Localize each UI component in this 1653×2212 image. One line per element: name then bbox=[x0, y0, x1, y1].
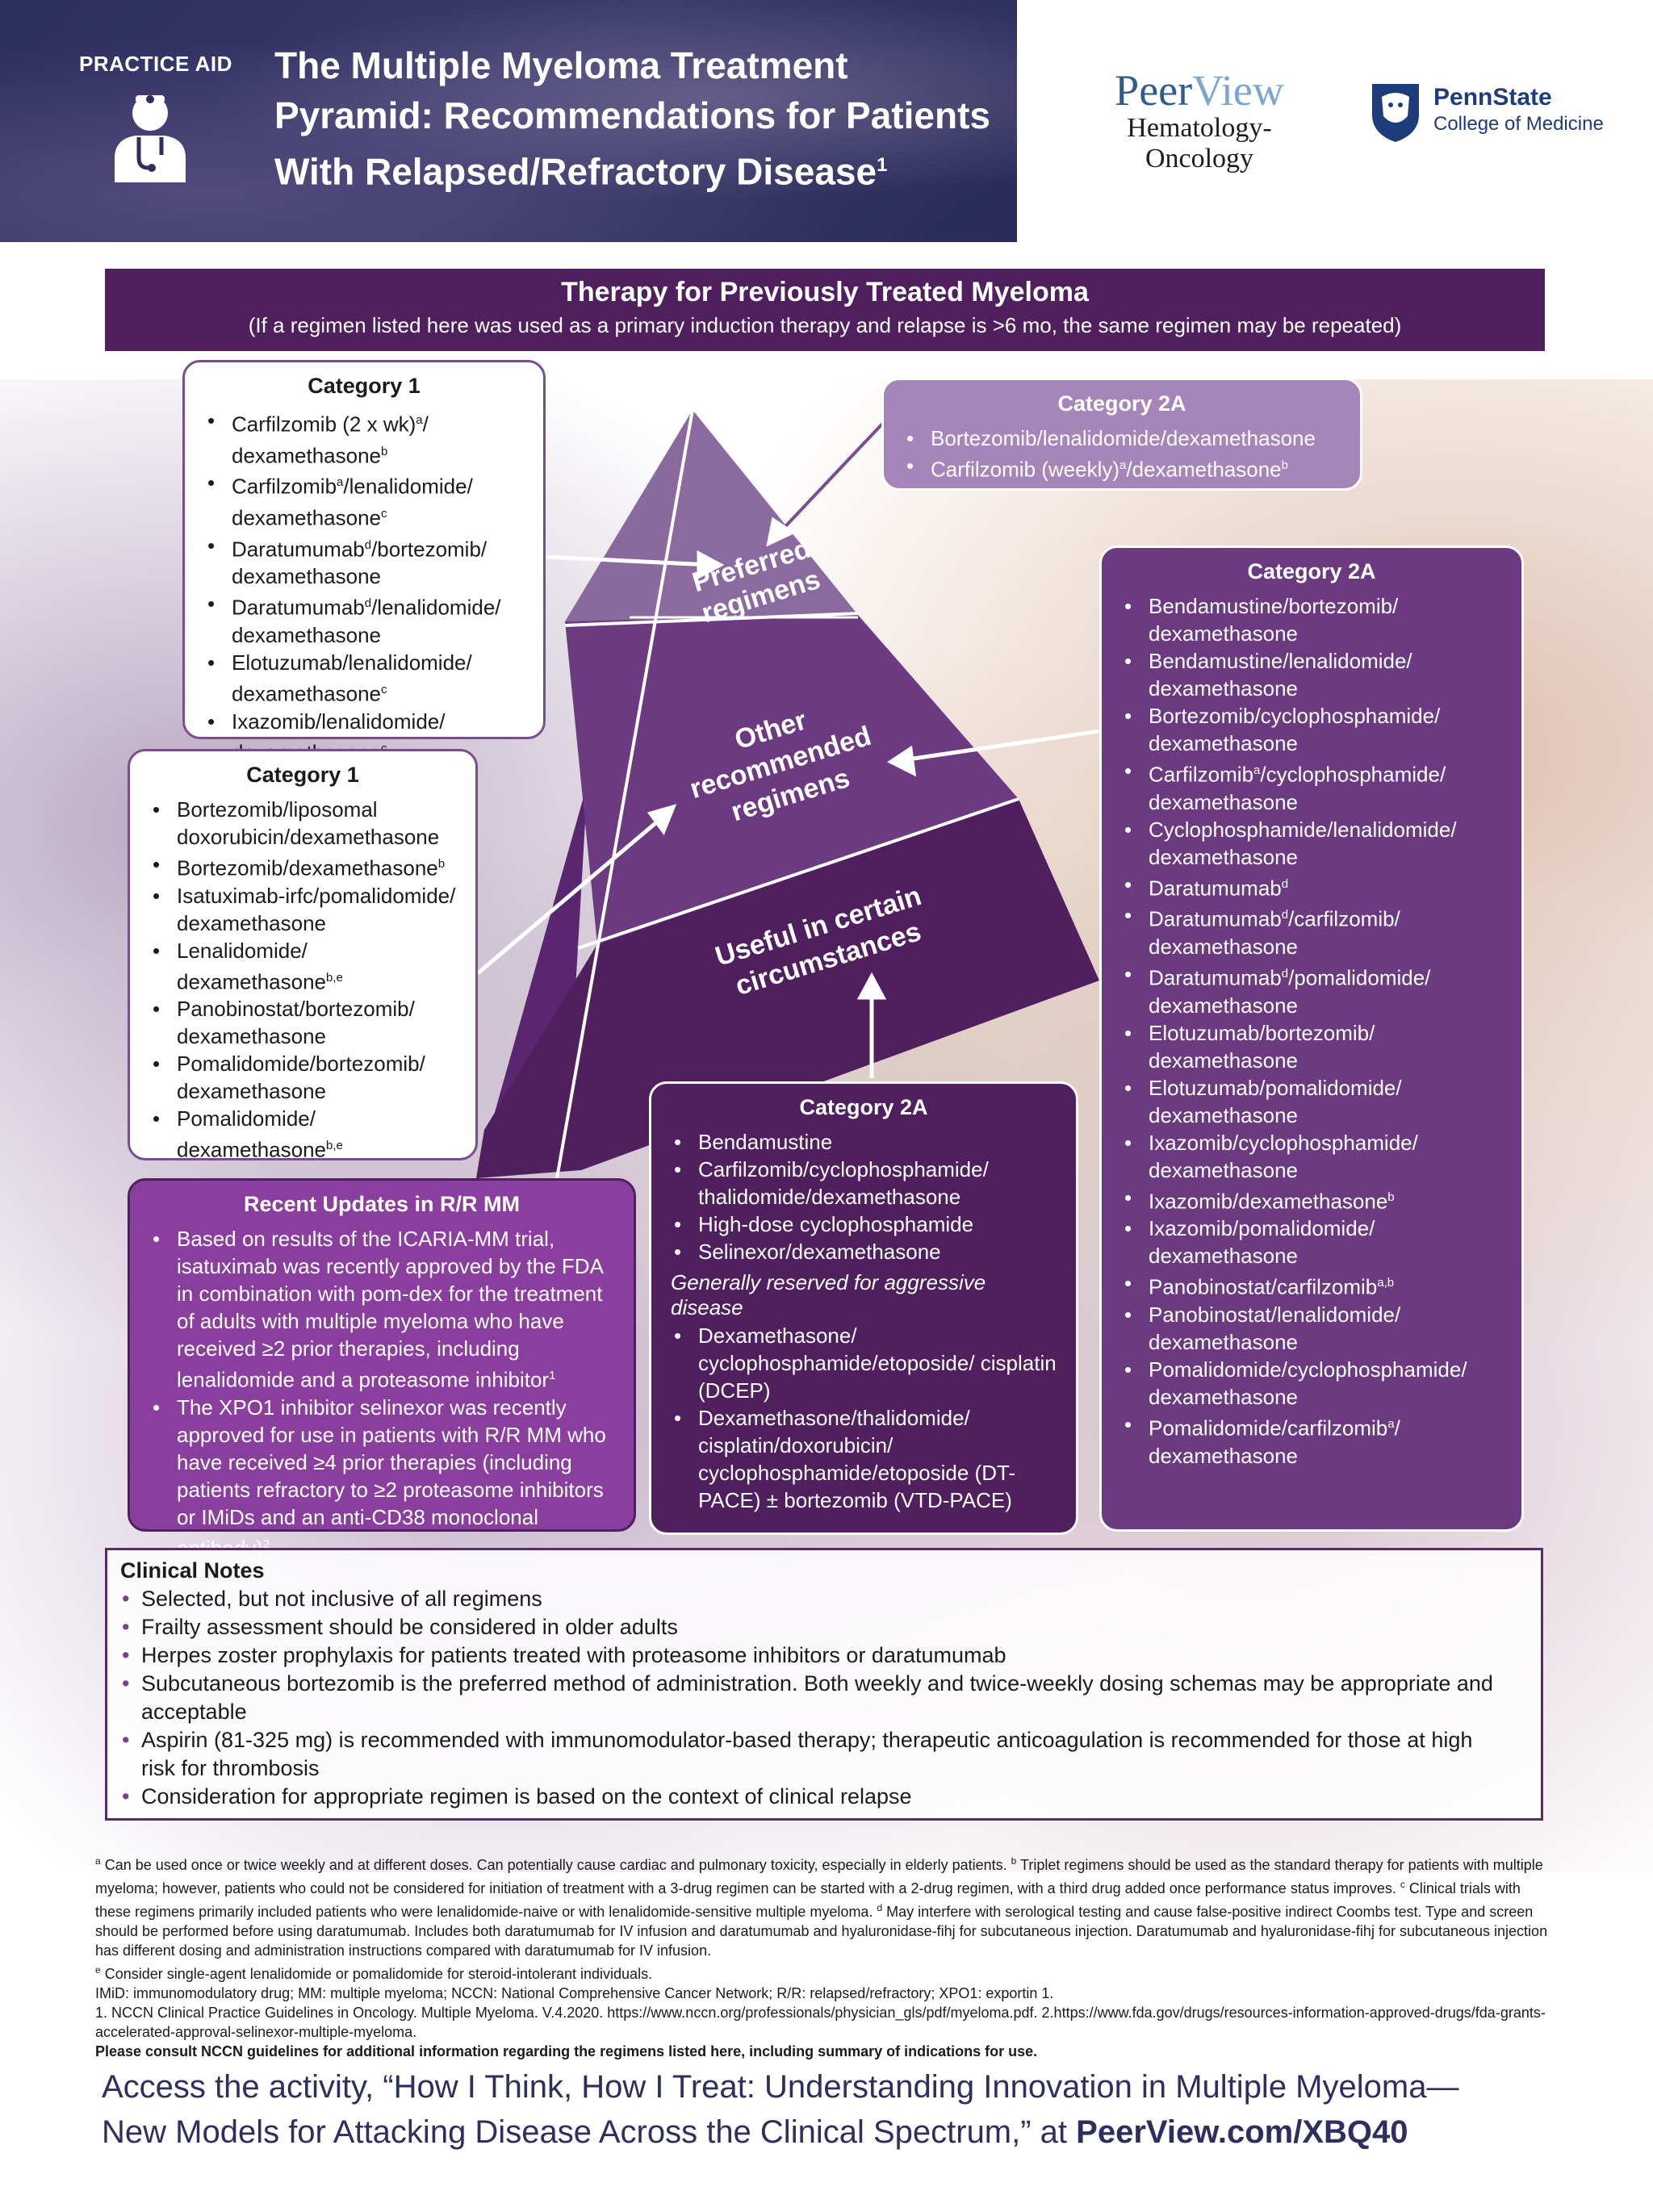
clinical-notes-list: Selected, but not inclusive of all regim… bbox=[120, 1585, 1528, 1811]
regimen-item: Carfilzomib (weekly)a/dexamethasoneb bbox=[902, 452, 1342, 483]
list-item: Aspirin (81-325 mg) is recommended with … bbox=[120, 1726, 1509, 1783]
practice-aid-label: PRACTICE AID bbox=[79, 52, 232, 76]
list-item: Bendamustine bbox=[669, 1128, 1058, 1156]
regimen-item: Carfilzomib (2 x wk)a/ dexamethasoneb bbox=[203, 407, 525, 469]
regimen-item: Ixazomib/cyclophosphamide/ dexamethasone bbox=[1119, 1129, 1504, 1184]
page-title: The Multiple Myeloma Treatment Pyramid: … bbox=[274, 40, 1001, 196]
other-category-1-box: Category 1 Bortezomib/liposomal doxorubi… bbox=[128, 749, 478, 1162]
regimen-list: BendamustineCarfilzomib/cyclophosphamide… bbox=[669, 1128, 1058, 1265]
regimen-item: Ixazomib/dexamethasoneb bbox=[1119, 1184, 1504, 1215]
reserved-label: Generally reserved for aggressive diseas… bbox=[671, 1270, 986, 1319]
regimen-item: Lenalidomide/ dexamethasoneb,e bbox=[148, 937, 458, 996]
footnote-text: a Can be used once or twice weekly and a… bbox=[95, 1855, 1548, 1959]
regimen-item: Panobinostat/carfilzomiba,b bbox=[1119, 1269, 1504, 1301]
list-item: Selinexor/dexamethasone bbox=[669, 1238, 1058, 1265]
other-category-2a-box: Category 2A Bendamustine/bortezomib/ dex… bbox=[1099, 546, 1524, 1532]
regimen-item: Ixazomib/pomalidomide/ dexamethasone bbox=[1119, 1215, 1504, 1269]
doctor-icon bbox=[115, 95, 186, 182]
pennstate-sub: College of Medicine bbox=[1433, 113, 1604, 135]
regimen-item: Pomalidomide/ dexamethasoneb,e bbox=[148, 1105, 458, 1164]
clinical-notes-box: Clinical Notes Selected, but not inclusi… bbox=[105, 1548, 1543, 1821]
abbreviations: IMiD: immunomodulatory drug; MM: multipl… bbox=[95, 1985, 1054, 2001]
regimen-item: Panobinostat/lenalidomide/ dexamethasone bbox=[1119, 1301, 1504, 1356]
regimen-item: Carfilzomiba/cyclophosphamide/ dexametha… bbox=[1119, 757, 1504, 816]
regimen-item: Carfilzomiba/lenalidomide/ dexamethasone… bbox=[203, 469, 525, 531]
footnote-e: e Consider single-agent lenalidomide or … bbox=[95, 1964, 653, 1982]
pennstate-logo: PennState College of Medicine bbox=[1369, 81, 1611, 145]
regimen-list: Bendamustine/bortezomib/ dexamethasoneBe… bbox=[1119, 592, 1504, 1470]
regimen-item: Isatuximab-irfc/pomalidomide/ dexamethas… bbox=[148, 882, 458, 937]
list-item: Herpes zoster prophylaxis for patients t… bbox=[120, 1641, 1509, 1670]
title-line-1: The Multiple Myeloma Treatment bbox=[274, 44, 848, 86]
activity-link[interactable]: PeerView.com/XBQ40 bbox=[1076, 2114, 1408, 2150]
preferred-category-2a-box: Category 2A Bortezomib/lenalidomide/dexa… bbox=[881, 378, 1362, 491]
regimen-item: Pomalidomide/bortezomib/ dexamethasone bbox=[148, 1050, 458, 1105]
list-item: Dexamethasone/thalidomide/ cisplatin/dox… bbox=[669, 1404, 1058, 1514]
pennstate-shield-icon bbox=[1372, 84, 1419, 142]
regimen-item: Bendamustine/bortezomib/ dexamethasone bbox=[1119, 592, 1504, 647]
regimen-item: Bortezomib/liposomal doxorubicin/dexamet… bbox=[148, 796, 458, 851]
regimen-item: Pomalidomide/cyclophosphamide/ dexametha… bbox=[1119, 1356, 1504, 1411]
box-title: Category 1 bbox=[308, 374, 421, 398]
peerview-logo: PeerView Hematology-Oncology bbox=[1078, 68, 1320, 174]
regimen-item: Bortezomib/lenalidomide/dexamethasone bbox=[902, 424, 1342, 452]
update-item: Based on results of the ICARIA-MM trial,… bbox=[148, 1225, 616, 1394]
consult-note: Please consult NCCN guidelines for addit… bbox=[95, 2043, 1038, 2059]
box-title: Recent Updates in R/R MM bbox=[243, 1192, 521, 1216]
box-title: Category 1 bbox=[246, 763, 359, 787]
regimen-item: Bortezomib/dexamethasoneb bbox=[148, 851, 458, 882]
list-item: High-dose cyclophosphamide bbox=[669, 1211, 1058, 1238]
therapy-banner-title: Therapy for Previously Treated Myeloma bbox=[561, 277, 1089, 307]
pennstate-name: PennState bbox=[1433, 84, 1552, 111]
regimen-item: Cyclophosphamide/lenalidomide/ dexametha… bbox=[1119, 816, 1504, 871]
preferred-category-1-box: Category 1 Carfilzomib (2 x wk)a/ dexame… bbox=[182, 360, 546, 764]
box-title: Category 2A bbox=[1057, 391, 1186, 416]
access-line-2: New Models for Attacking Disease Across … bbox=[102, 2114, 1408, 2150]
list-item: Carfilzomib/cyclophosphamide/ thalidomid… bbox=[669, 1156, 1058, 1211]
list-item: Consideration for appropriate regimen is… bbox=[120, 1783, 1509, 1811]
peerview-logo-sub: Hematology-Oncology bbox=[1127, 113, 1272, 174]
reserved-regimen-list: Dexamethasone/ cyclophosphamide/etoposid… bbox=[669, 1322, 1058, 1514]
regimen-list: Bortezomib/liposomal doxorubicin/dexamet… bbox=[148, 796, 458, 1164]
title-line-2: Pyramid: Recommendations for Patients bbox=[274, 94, 990, 136]
box-title: Category 2A bbox=[1247, 559, 1376, 583]
access-line-1: Access the activity, “How I Think, How I… bbox=[102, 2069, 1459, 2105]
list-item: Frailty assessment should be considered … bbox=[120, 1613, 1509, 1641]
regimen-item: Elotuzumab/pomalidomide/ dexamethasone bbox=[1119, 1074, 1504, 1129]
footnotes: a Can be used once or twice weekly and a… bbox=[95, 1851, 1556, 2061]
access-activity: Access the activity, “How I Think, How I… bbox=[102, 2064, 1587, 2155]
references: 1. NCCN Clinical Practice Guidelines in … bbox=[95, 2005, 1546, 2040]
regimen-item: Daratumumabd/pomalidomide/ dexamethasone bbox=[1119, 960, 1504, 1019]
regimen-item: Elotuzumab/lenalidomide/ dexamethasonec bbox=[203, 649, 525, 708]
list-item: Selected, but not inclusive of all regim… bbox=[120, 1585, 1509, 1613]
useful-category-2a-box: Category 2A BendamustineCarfilzomib/cycl… bbox=[649, 1081, 1078, 1535]
therapy-banner: Therapy for Previously Treated Myeloma (… bbox=[105, 269, 1545, 351]
updates-list: Based on results of the ICARIA-MM trial,… bbox=[148, 1225, 616, 1562]
header-banner bbox=[0, 0, 1017, 242]
list-item: Dexamethasone/ cyclophosphamide/etoposid… bbox=[669, 1322, 1058, 1404]
regimen-item: Bendamustine/lenalidomide/ dexamethasone bbox=[1119, 647, 1504, 702]
therapy-banner-subtitle: (If a regimen listed here was used as a … bbox=[248, 313, 1402, 337]
update-item: The XPO1 inhibitor selinexor was recentl… bbox=[148, 1394, 616, 1562]
peerview-logo-name: PeerView bbox=[1115, 66, 1284, 115]
regimen-item: Bortezomib/cyclophosphamide/ dexamethaso… bbox=[1119, 702, 1504, 757]
regimen-item: Daratumumabd/bortezomib/ dexamethasone bbox=[203, 532, 525, 591]
regimen-list: Carfilzomib (2 x wk)a/ dexamethasonebCar… bbox=[203, 407, 525, 766]
regimen-item: Panobinostat/bortezomib/ dexamethasone bbox=[148, 995, 458, 1050]
regimen-item: Pomalidomide/carfilzomiba/ dexamethasone bbox=[1119, 1411, 1504, 1470]
regimen-item: Daratumumabd bbox=[1119, 871, 1504, 902]
list-item: Subcutaneous bortezomib is the preferred… bbox=[120, 1670, 1509, 1726]
clinical-notes-title: Clinical Notes bbox=[120, 1558, 265, 1583]
box-title: Category 2A bbox=[799, 1095, 928, 1119]
title-line-3: With Relapsed/Refractory Disease1 bbox=[274, 150, 888, 193]
regimen-list: Bortezomib/lenalidomide/dexamethasoneCar… bbox=[902, 424, 1342, 483]
regimen-item: Daratumumabd/carfilzomib/ dexamethasone bbox=[1119, 901, 1504, 960]
recent-updates-box: Recent Updates in R/R MM Based on result… bbox=[128, 1178, 636, 1560]
regimen-item: Elotuzumab/bortezomib/ dexamethasone bbox=[1119, 1019, 1504, 1074]
regimen-item: Daratumumabd/lenalidomide/ dexamethasone bbox=[203, 590, 525, 649]
